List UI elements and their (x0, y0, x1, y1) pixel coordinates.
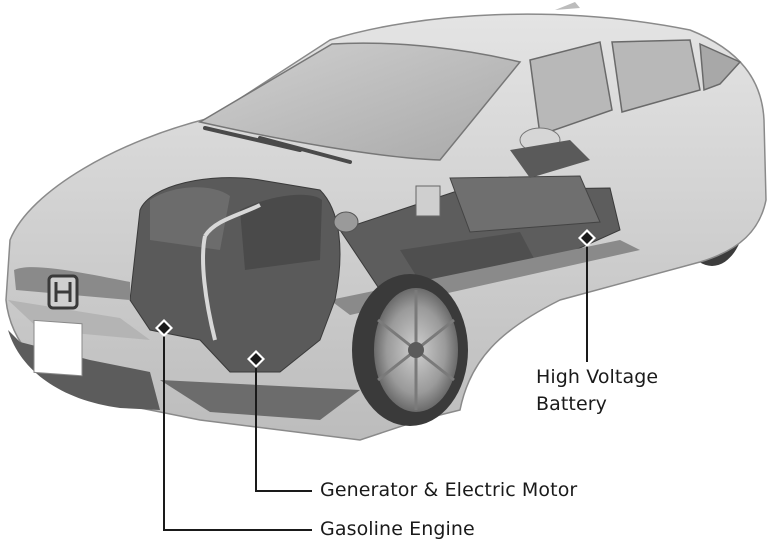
label-generator-electric-motor: Generator & Electric Motor (320, 479, 578, 501)
front-side-window (529, 41, 613, 137)
front-wheel (352, 274, 468, 426)
quarter-window (699, 42, 742, 92)
wipers (203, 126, 352, 164)
label-high-voltage-battery-line1: High Voltage (536, 366, 659, 388)
antenna (555, 2, 580, 10)
label-gasoline-engine: Gasoline Engine (320, 518, 475, 540)
diamond-marker-icon (250, 353, 262, 365)
diamond-marker-icon (158, 322, 170, 334)
windshield (197, 42, 522, 161)
front-fascia (8, 267, 360, 420)
callout-markers (155, 229, 596, 368)
engine-and-motor-block (129, 177, 359, 373)
leader-line-generator (255, 359, 312, 492)
rear-side-window (611, 39, 701, 113)
lower-grille (160, 380, 360, 420)
diamond-marker-icon (581, 232, 593, 244)
license-plate (33, 319, 83, 377)
h-emblem-icon (47, 274, 79, 310)
callout-leaders (163, 238, 588, 531)
label-high-voltage-battery-line2: Battery (536, 393, 608, 415)
leader-line-engine (163, 328, 312, 531)
